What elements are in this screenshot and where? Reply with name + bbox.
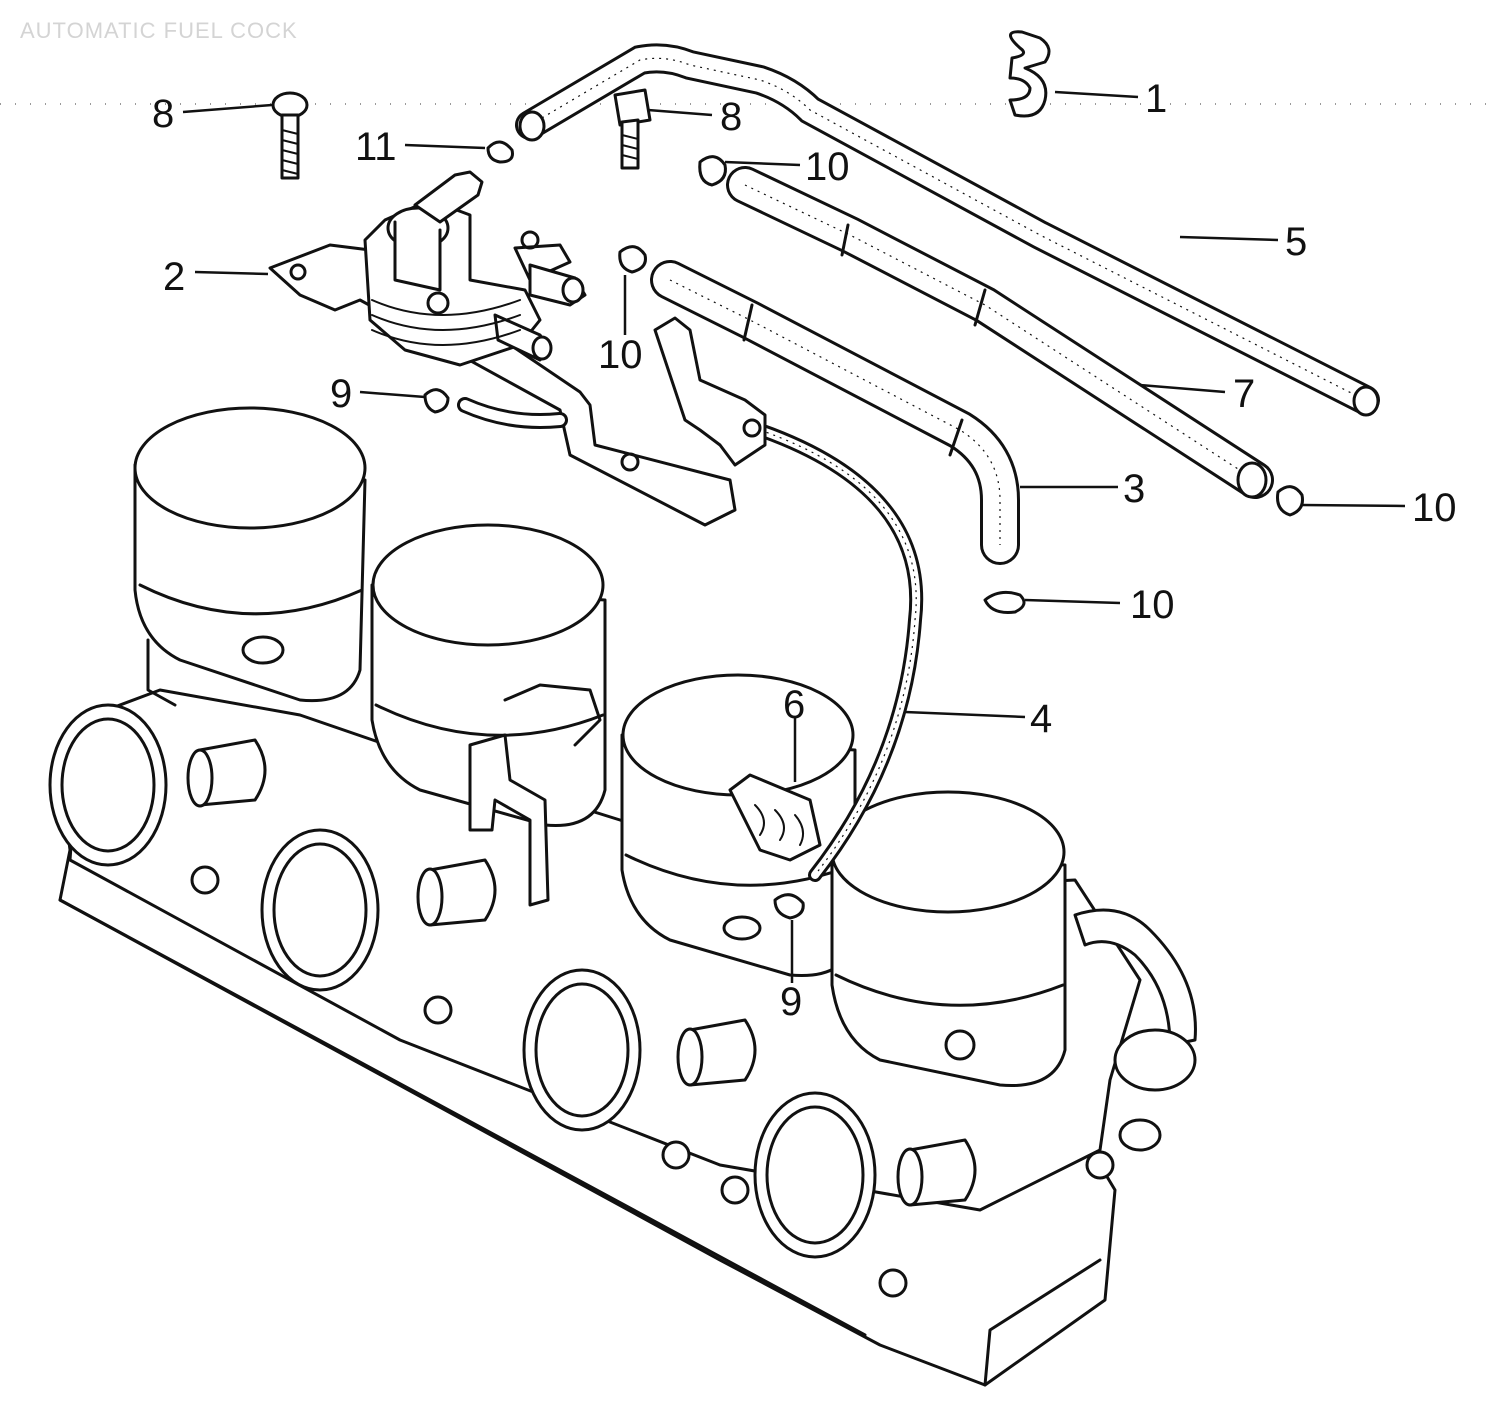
linkage-bracket <box>468 733 550 907</box>
intake-bore-1 <box>48 703 168 867</box>
hose-elbow-hatch <box>669 279 1001 545</box>
hose-band-middle-10 <box>618 245 647 274</box>
callout-6: 6 <box>783 683 805 727</box>
float-bowl-3 <box>620 673 857 978</box>
callout-10-right: 10 <box>1412 486 1457 530</box>
fuel-hose-long-hatch <box>529 57 1366 401</box>
hose-band-right-10 <box>1276 485 1304 517</box>
base-bolt-heads <box>190 865 1115 1298</box>
callout-2: 2 <box>163 255 185 299</box>
callout-9-upper: 9 <box>330 372 352 416</box>
base-bottom-edge <box>58 898 867 1337</box>
choke-boss <box>1113 1028 1197 1092</box>
tube-clip-small-11 <box>486 140 514 164</box>
fuel-hose-joints <box>840 223 987 327</box>
fuel-hose-long-end-b <box>1352 385 1380 417</box>
fuel-hose-inner <box>729 169 1271 496</box>
diagram-header-title: AUTOMATIC FUEL COCK <box>20 18 298 43</box>
callout-4: 4 <box>1030 697 1052 741</box>
short-tube-inner <box>460 400 565 426</box>
callout-8-center: 8 <box>720 95 742 139</box>
hose-clip-1 <box>1008 30 1051 118</box>
choke-pivot <box>1118 1118 1162 1152</box>
float-bowl-2 <box>370 523 607 828</box>
choke-linkage <box>1073 908 1197 1047</box>
callout-8-left: 8 <box>152 92 174 136</box>
callout-10-middle: 10 <box>598 333 643 377</box>
carburetor-assembly <box>48 406 1197 1387</box>
fuel-hose-end <box>1236 461 1268 499</box>
callout-1: 1 <box>1145 77 1167 121</box>
automatic-fuel-cock <box>268 170 767 527</box>
callout-10-lower: 10 <box>1130 583 1175 627</box>
float-bowl-4 <box>830 790 1067 1088</box>
fuel-hose-long-end-a <box>518 110 546 142</box>
callout-9-lower: 9 <box>780 980 802 1024</box>
tube-clip-lower-9 <box>773 893 805 920</box>
intake-bore-3 <box>522 968 642 1132</box>
leader-lines <box>182 90 1406 983</box>
linkage-arm <box>503 683 602 747</box>
hose-elbow-joints <box>742 303 964 457</box>
intake-bore-2 <box>260 828 380 992</box>
tube-clip-upper-9 <box>423 388 450 414</box>
hose-clamp-6 <box>728 773 822 862</box>
callout-10-top: 10 <box>805 145 850 189</box>
callout-5: 5 <box>1285 220 1307 264</box>
float-bowl-1 <box>133 406 367 707</box>
callout-7: 7 <box>1233 372 1255 416</box>
hose-band-lower-10 <box>983 590 1026 614</box>
bolt-left <box>271 91 309 180</box>
side-bosses <box>186 738 977 1207</box>
base-right-edge <box>983 1258 1102 1387</box>
vacuum-tube-hatch <box>759 429 917 876</box>
intake-bore-4 <box>753 1091 877 1259</box>
callout-3: 3 <box>1123 467 1145 511</box>
bolt-center <box>613 88 652 170</box>
hose-band-top-10 <box>698 155 727 187</box>
callout-11: 11 <box>355 125 397 169</box>
